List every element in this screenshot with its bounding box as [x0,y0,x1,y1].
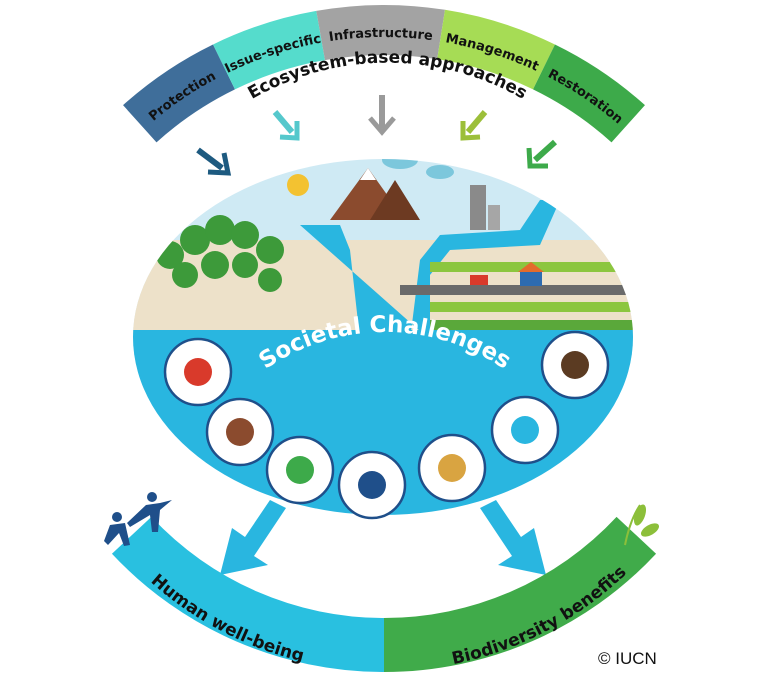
arrow-management [460,110,488,141]
arrow-to-biodiversity [480,500,546,575]
farm-fields [400,262,633,330]
water-security-icon [490,395,560,465]
natural-disaster-icon [205,397,275,467]
arrow-protection [196,147,232,176]
challenge-icons [163,330,610,520]
sun-icon [287,174,309,196]
economic-development-icon [265,435,335,505]
people-helping-icon [104,492,172,546]
outcome-arrows [220,500,546,575]
approach-segment-issue-specific [213,10,325,90]
leaf-sprout-icon [624,504,660,546]
arrow-to-human [220,500,286,575]
approach-segment-infrastructure [316,4,446,61]
arrow-infrastructure [368,95,396,136]
approach-segment-restoration [533,44,645,143]
biodiversity-band [384,516,657,672]
approach-label-infrastructure: Infrastructure [328,26,434,45]
arrow-restoration [526,139,558,169]
arrow-issue-specific [272,110,300,141]
cloud-icon [382,159,418,169]
building [470,185,486,230]
approach-segment-protection [123,44,235,143]
approach-arrows [196,95,558,176]
environmental-degradation-icon [540,330,610,400]
climate-change-icon [163,337,233,407]
copyright-text: © IUCN [598,649,657,668]
approach-segment-management [437,9,555,90]
food-security-icon [417,433,487,503]
human-wellbeing-band [111,516,384,672]
human-health-icon [337,450,407,520]
